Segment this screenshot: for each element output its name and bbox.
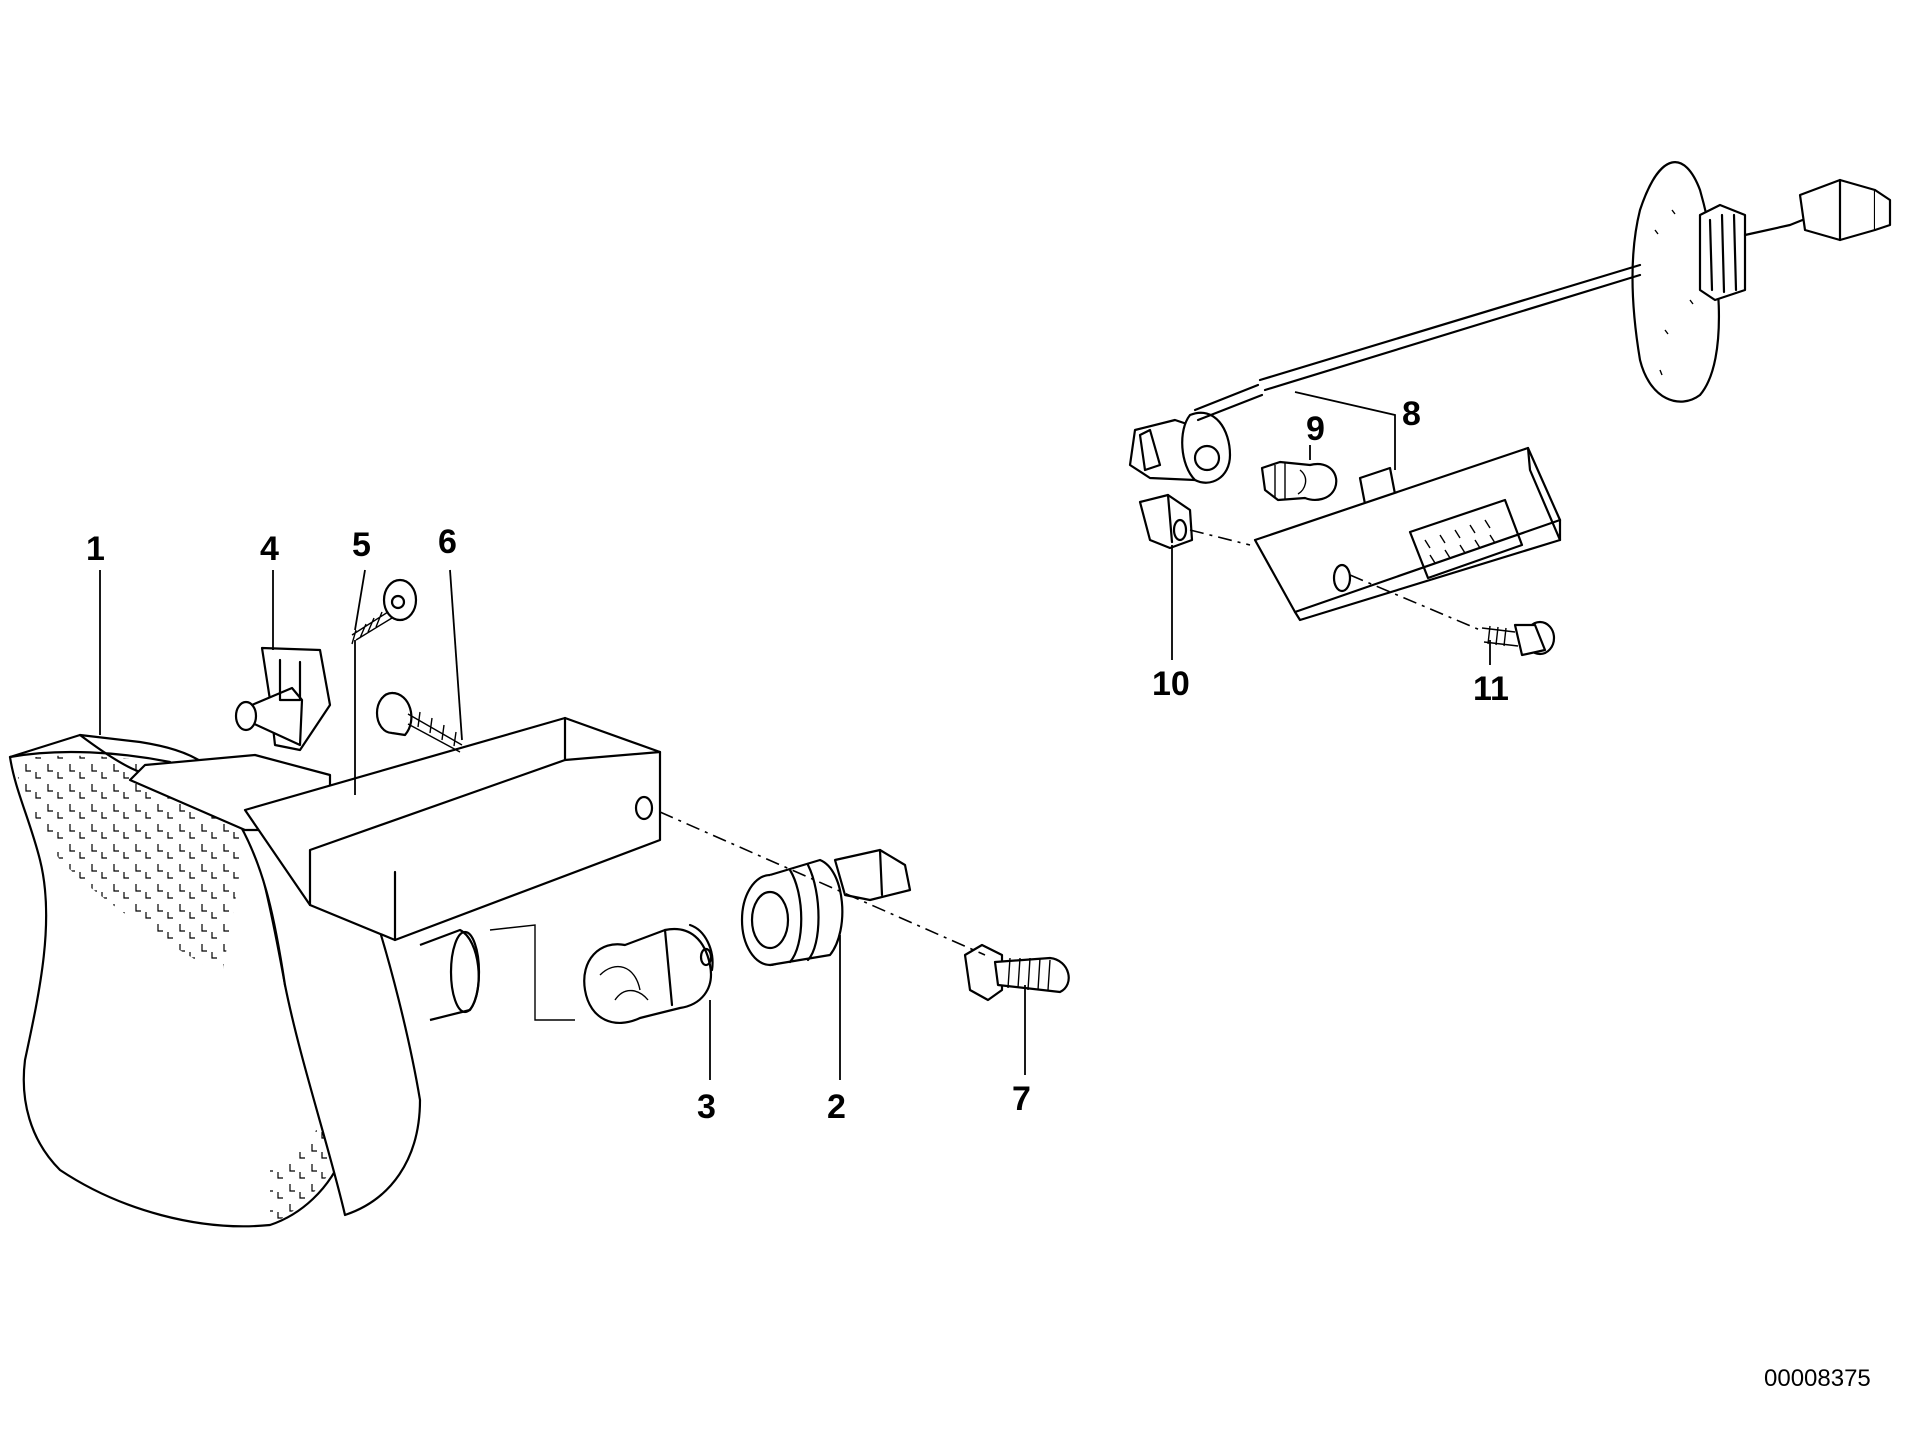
callout-4: 4 bbox=[260, 530, 279, 568]
bulb-3 bbox=[583, 923, 714, 1025]
callout-3: 3 bbox=[697, 1088, 716, 1126]
callout-10: 10 bbox=[1152, 665, 1190, 703]
screw-6 bbox=[375, 691, 463, 753]
screw-7 bbox=[963, 943, 1070, 1002]
side-marker-lamp-8 bbox=[1253, 446, 1562, 622]
bulb-9 bbox=[1260, 460, 1338, 502]
leader-lines bbox=[99, 391, 1491, 1080]
turn-signal-lamp-housing bbox=[8, 716, 662, 1228]
callout-9: 9 bbox=[1306, 410, 1325, 448]
callout-2: 2 bbox=[827, 1088, 846, 1126]
screw-5 bbox=[351, 578, 418, 645]
callout-6: 6 bbox=[438, 523, 457, 561]
diagram-reference-number: 00008375 bbox=[1764, 1365, 1871, 1392]
bulb-socket-2 bbox=[740, 848, 912, 967]
callout-5: 5 bbox=[352, 526, 371, 564]
callout-11: 11 bbox=[1473, 670, 1509, 708]
clip-10 bbox=[1138, 493, 1194, 550]
callout-7: 7 bbox=[1012, 1080, 1031, 1118]
callout-8: 8 bbox=[1402, 395, 1421, 433]
clip-4 bbox=[234, 646, 332, 752]
callout-1: 1 bbox=[86, 530, 105, 568]
side-marker-cable-assembly bbox=[1128, 161, 1892, 484]
screw-11 bbox=[1481, 620, 1556, 657]
